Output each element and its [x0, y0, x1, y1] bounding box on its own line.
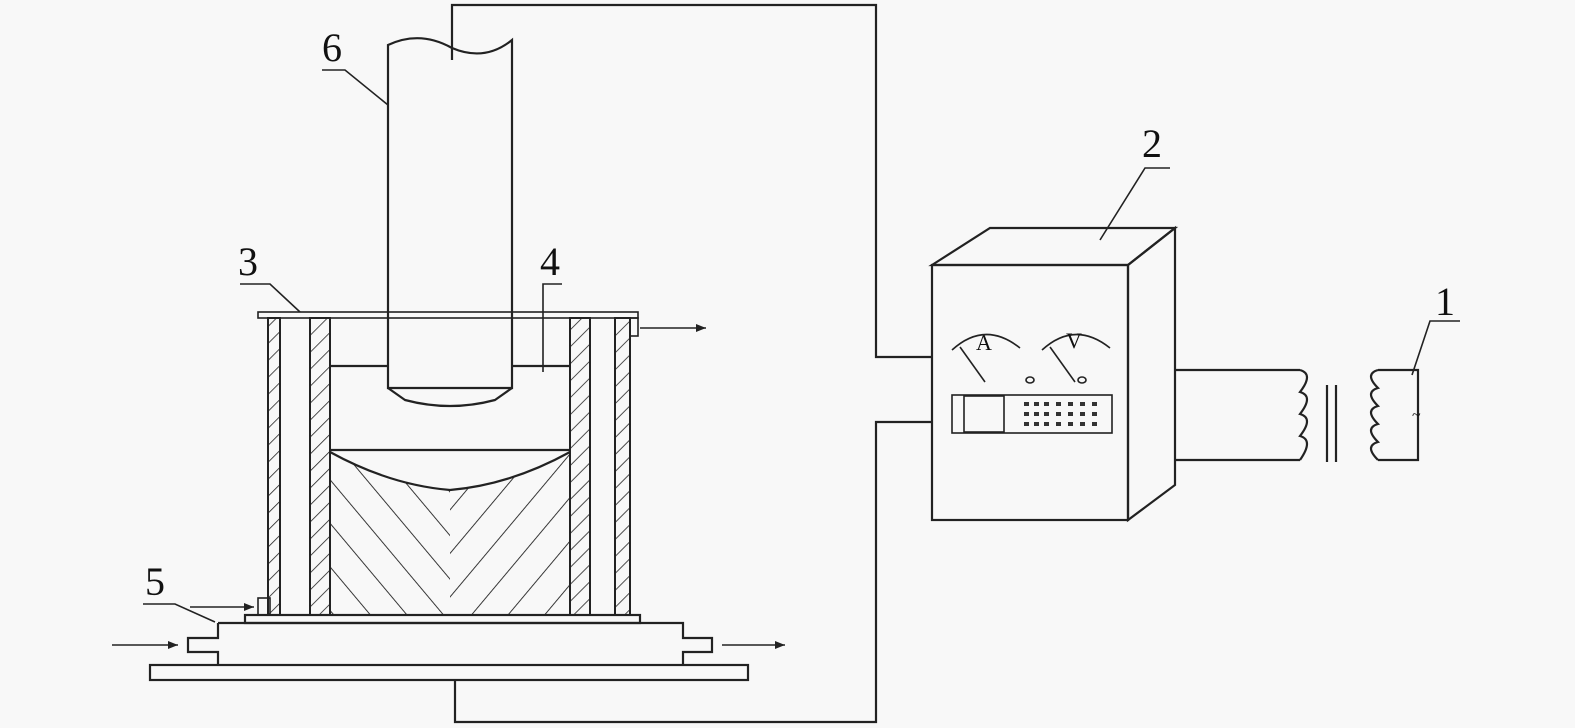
ac-source-symbol: ~ [1412, 407, 1421, 424]
label-power-supply: 1 [1435, 279, 1455, 324]
slag-bath [330, 364, 570, 452]
label-electrode: 6 [322, 25, 342, 70]
bottom-water-tank [148, 613, 750, 682]
label-mold: 3 [238, 239, 258, 284]
keypad [1024, 402, 1097, 426]
label-slag-bath: 4 [540, 239, 560, 284]
ingot [329, 451, 571, 615]
circuit-wire [450, 3, 932, 724]
label-control-cabinet: 2 [1142, 121, 1162, 166]
control-cabinet [928, 225, 1179, 523]
consumable-electrode [386, 37, 514, 408]
water-flow-arrows [112, 324, 785, 649]
label-bottom-plate: 5 [145, 559, 165, 604]
transformer [1176, 368, 1420, 462]
ammeter-label: A [976, 330, 992, 355]
leader-lines [143, 69, 1460, 623]
voltmeter-label: V [1066, 328, 1082, 353]
